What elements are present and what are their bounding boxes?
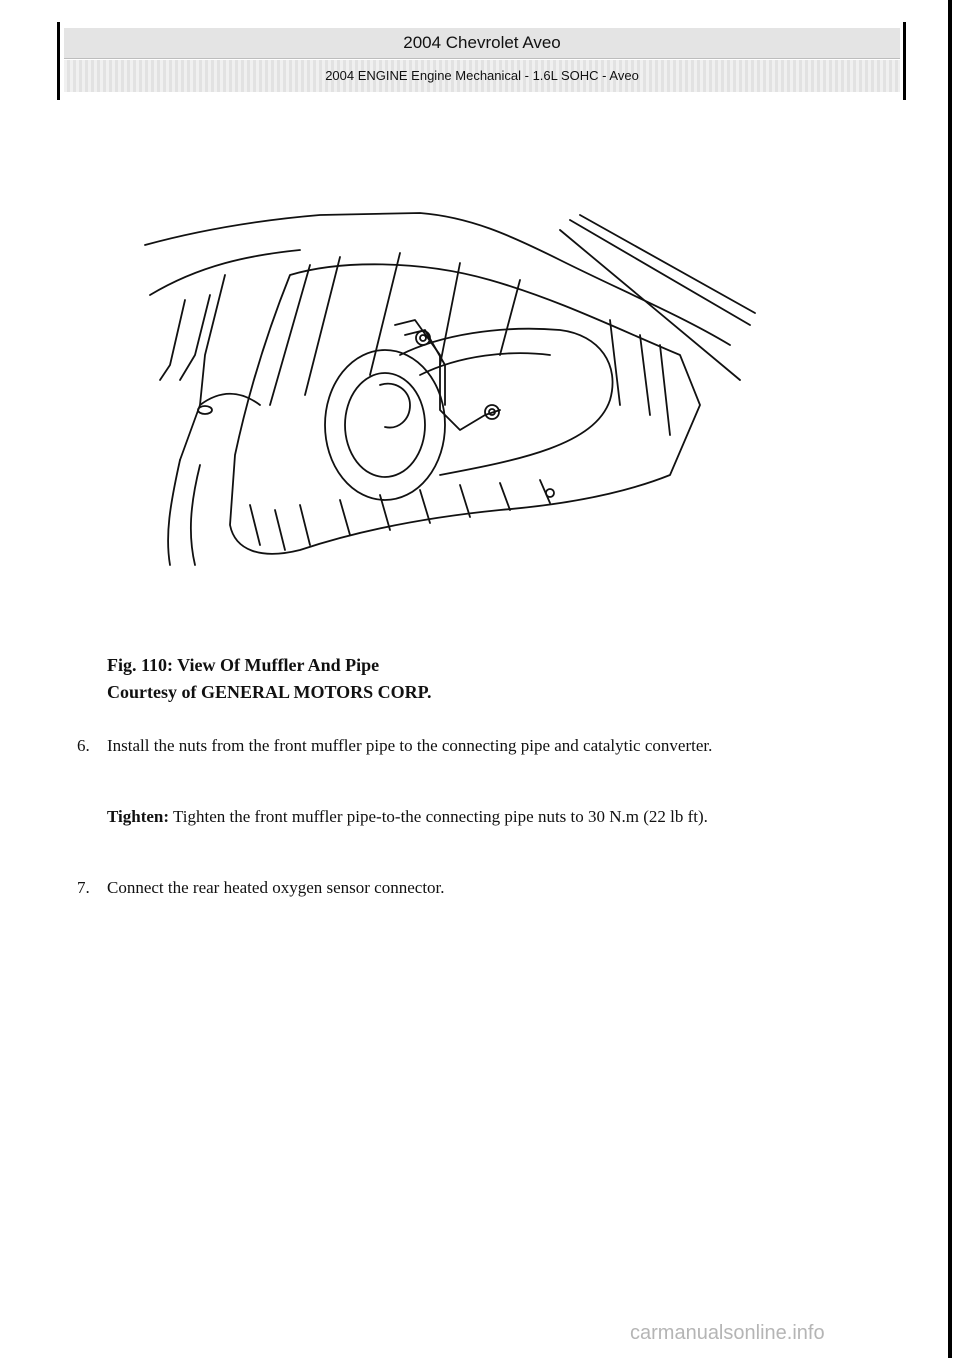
left-bracket bbox=[159, 274, 261, 566]
document-title: 2004 Chevrolet Aveo bbox=[64, 28, 900, 59]
tighten-text: Tighten the front muffler pipe-to-the co… bbox=[173, 807, 708, 826]
figure-caption-title: Fig. 110: View Of Muffler And Pipe bbox=[107, 655, 380, 675]
step-number: 6. bbox=[77, 736, 90, 755]
muffler-pipe bbox=[324, 327, 614, 501]
figure-caption: Fig. 110: View Of Muffler And Pipe Court… bbox=[107, 652, 432, 706]
figure-caption-credit: Courtesy of GENERAL MOTORS CORP. bbox=[107, 682, 432, 702]
heat-shield bbox=[229, 252, 701, 555]
header-left-rule bbox=[57, 22, 60, 100]
tighten-spec: Tighten: Tighten the front muffler pipe-… bbox=[107, 802, 897, 831]
step-text: Install the nuts from the front muffler … bbox=[107, 736, 713, 755]
muffler-pipe-illustration bbox=[144, 212, 756, 566]
watermark: carmanualsonline.info bbox=[630, 1322, 825, 1344]
tighten-label: Tighten: bbox=[107, 807, 170, 826]
page-right-border bbox=[948, 0, 952, 1358]
document-subtitle: 2004 ENGINE Engine Mechanical - 1.6L SOH… bbox=[64, 60, 900, 92]
step-number: 7. bbox=[77, 878, 90, 897]
step-text: Connect the rear heated oxygen sensor co… bbox=[107, 878, 445, 897]
underbody-lines bbox=[144, 212, 756, 381]
flange-and-nuts bbox=[394, 319, 555, 498]
header-right-rule bbox=[903, 22, 906, 100]
